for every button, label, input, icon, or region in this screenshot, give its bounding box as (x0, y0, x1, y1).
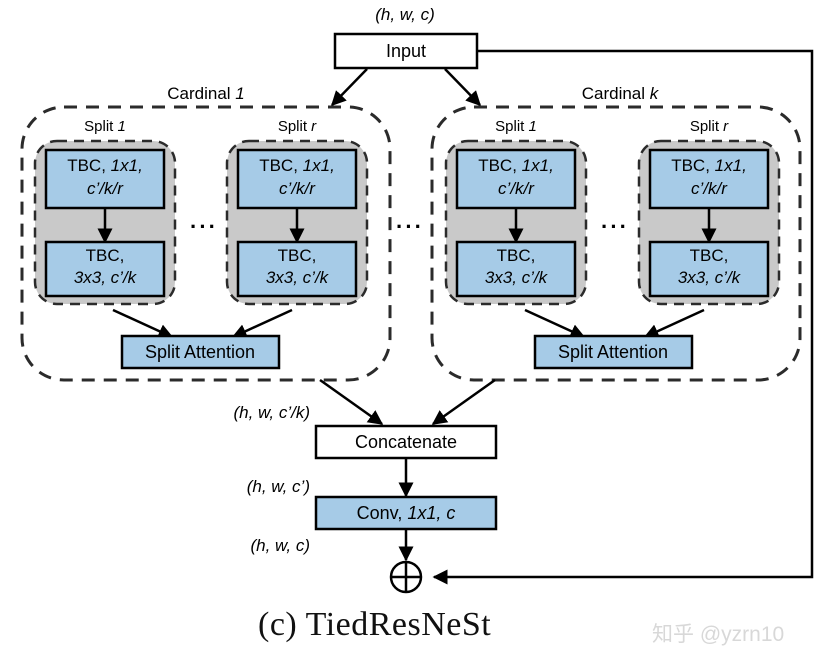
cardinal-1-split-1[interactable]: Split 1 TBC, 1x1, c’/k/r TBC, 3x3, c’/k (33, 118, 177, 306)
input-label: Input (386, 41, 426, 61)
conv-box[interactable] (314, 495, 498, 531)
concatenate-label: Concatenate (355, 432, 457, 452)
cardinal-1-split-attention-label: Split Attention (145, 342, 255, 362)
cardinal-k-split-attention-box[interactable] (533, 334, 694, 370)
cardinal-k-split-1-block-1-line1: TBC, 1x1, (478, 156, 554, 175)
cardinal-k-split-r-block-2-line1: TBC, (690, 246, 729, 265)
cardinal-k-arrow-split-r-to-attention (643, 308, 705, 339)
cardinal-1-boundary (20, 105, 392, 382)
cardinal-1-split-r-block-2-line2: 3x3, c’/k (266, 268, 330, 287)
figure-caption: (c) TiedResNeSt (258, 606, 492, 643)
cardinal-k-split-attention-label: Split Attention (558, 342, 668, 362)
cardinal-1-split-1-title: Split 1 (84, 118, 126, 135)
arrow-input-to-cardinal-k (444, 68, 482, 107)
cardinal-k-split-1-block-1-line2: c’/k/r (498, 179, 535, 198)
cardinal-1-split-r-block-1-line1: TBC, 1x1, (259, 156, 335, 175)
cardinal-k-split-r-title: Split r (690, 118, 729, 135)
cardinal-k-split-r[interactable]: Split r TBC, 1x1, c’/k/r TBC, 3x3, c’/k (637, 118, 781, 306)
cardinal-k-split-r-block-2[interactable] (648, 240, 770, 298)
cardinal-1-arrow-split-1-to-attention (112, 308, 174, 339)
input-box[interactable] (333, 32, 479, 70)
cardinal-k-split-1[interactable]: Split 1 TBC, 1x1, c’/k/r TBC, 3x3, c’/k (444, 118, 588, 306)
arrow-cardinal-k-to-concatenate (431, 378, 496, 426)
cardinal-1-arrow-split-r-to-attention (231, 308, 293, 339)
cardinal-group-k[interactable]: Cardinal k Split 1 TBC, 1x1, c’/k/r TBC,… (430, 84, 802, 382)
cardinal-k-split-1-title: Split 1 (495, 118, 537, 135)
residual-sum-icon[interactable] (389, 560, 423, 594)
cardinal-k-split-r-block-1-line1: TBC, 1x1, (671, 156, 747, 175)
cardinal-k-split-1-block-2-line1: TBC, (497, 246, 536, 265)
cardinal-k-split-1-block-2-line2: 3x3, c’/k (485, 268, 549, 287)
arrow-input-to-cardinal-1 (330, 68, 368, 107)
sum-shape-label: (h, w, c) (250, 536, 310, 555)
cardinal-k-split-1-block-2[interactable] (455, 240, 577, 298)
cardinal-1-split-1-block-1-line1: TBC, 1x1, (67, 156, 143, 175)
cardinal-1-splits-ellipsis: ··· (190, 214, 218, 239)
cardinal-1-split-1-block-1-line2: c’/k/r (87, 179, 124, 198)
concatenate-box[interactable] (314, 424, 498, 460)
concatenate-shape-label: (h, w, c’/k) (233, 403, 310, 422)
skip-connection-path (432, 49, 814, 585)
cardinal-1-split-r-title: Split r (278, 118, 317, 135)
cardinal-1-split-r-block-2-line1: TBC, (278, 246, 317, 265)
cardinal-1-split-1-block-2[interactable] (44, 240, 166, 298)
cardinal-k-arrow-split-1-to-attention (524, 308, 586, 339)
cardinal-1-title: Cardinal 1 (167, 84, 245, 103)
cardinal-k-splits-ellipsis: ··· (601, 214, 629, 239)
watermark-text: 知乎 @yzrn10 (652, 623, 785, 646)
cardinal-k-split-1-block-1[interactable] (455, 148, 577, 210)
cardinal-1-split-r[interactable]: Split r TBC, 1x1, c’/k/r TBC, 3x3, c’/k (225, 118, 369, 306)
cardinals-ellipsis: ··· (396, 214, 424, 239)
cardinal-group-1[interactable]: Cardinal 1 Split 1 TBC, 1x1, c’/k/r TBC,… (20, 84, 392, 382)
cardinal-k-title: Cardinal k (582, 84, 660, 103)
arrow-cardinal-1-to-concatenate (319, 378, 384, 426)
cardinal-1-split-r-block-1-line2: c’/k/r (279, 179, 316, 198)
input-shape-label: (h, w, c) (375, 5, 435, 24)
cardinal-1-split-r-block-2[interactable] (236, 240, 358, 298)
cardinal-1-split-1-block-2-line1: TBC, (86, 246, 125, 265)
conv-label: Conv, 1x1, c (357, 503, 456, 523)
cardinal-k-split-r-block-1-line2: c’/k/r (691, 179, 728, 198)
cardinal-1-split-attention-box[interactable] (120, 334, 281, 370)
cardinal-k-boundary (430, 105, 802, 382)
cardinal-1-split-1-block-2-line2: 3x3, c’/k (74, 268, 138, 287)
cardinal-k-split-r-block-2-line2: 3x3, c’/k (678, 268, 742, 287)
conv-shape-label: (h, w, c’) (247, 477, 310, 496)
